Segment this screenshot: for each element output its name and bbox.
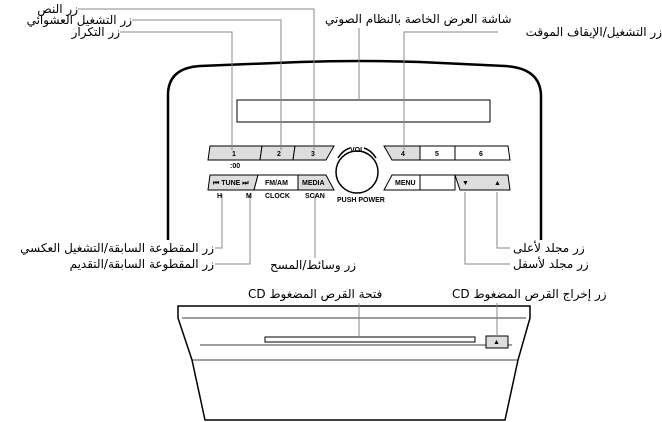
clock-label: CLOCK — [265, 193, 290, 200]
label-prev-track-reverse: زر المقطوعة السابقة/التشغيل العكسي — [20, 241, 214, 255]
preset-1-button[interactable]: 1 — [232, 151, 236, 158]
push-power-label: PUSH POWER — [337, 197, 385, 204]
label-random-button: زر التشغيل العشوائي — [26, 13, 132, 27]
folder-shape — [454, 174, 511, 191]
eject-button[interactable]: ▲ — [493, 339, 500, 346]
m-label: M — [246, 193, 252, 200]
label-folder-up: زر مجلد لأعلى — [513, 241, 585, 255]
head-unit-body — [166, 59, 543, 240]
cd-unit-body — [177, 305, 531, 421]
fm-am-button[interactable]: FM/AM — [265, 180, 288, 187]
cd-slot — [264, 336, 476, 343]
label-text-button: زر النص — [37, 2, 78, 16]
media-button[interactable]: MEDIA — [302, 180, 325, 187]
h-label: H — [217, 193, 223, 200]
volume-knob — [335, 150, 379, 194]
label-next-track-forward: زر المقطوعة السابقة/التقديم — [69, 257, 214, 271]
label-cd-slot: فتحة القرص المضغوط CD — [248, 287, 383, 301]
folder-up-button[interactable]: ▲ — [494, 180, 501, 187]
preset-3-shape — [292, 145, 335, 161]
preset-6-shape — [454, 145, 511, 161]
label-cd-eject: زر إخراج القرص المضغوط CD — [452, 287, 607, 301]
display-screen — [236, 99, 491, 123]
menu-button[interactable]: MENU — [395, 180, 416, 187]
blank-shape — [419, 174, 456, 191]
vol-label: VOL — [350, 147, 365, 154]
preset-6-button[interactable]: 6 — [479, 151, 483, 158]
preset-2-button[interactable]: 2 — [277, 151, 281, 158]
folder-down-button[interactable]: ▼ — [462, 180, 469, 187]
label-media-scan: زر وسائط/المسح — [270, 258, 357, 272]
media-shape — [297, 174, 335, 191]
preset-4-button[interactable]: 4 — [401, 151, 405, 158]
label-pause-button: زر التشغيل/الإيقاف الموقت — [525, 25, 662, 39]
preset-3-button[interactable]: 3 — [311, 151, 315, 158]
clock-sub-label: :00 — [230, 163, 241, 170]
preset-5-button[interactable]: 5 — [435, 151, 439, 158]
scan-label: SCAN — [305, 193, 325, 200]
label-folder-down: زر مجلد لأسفل — [513, 257, 589, 271]
tune-button[interactable]: ⏮ TUNE ⏭ — [213, 180, 249, 187]
label-display: شاشة العرض الخاصة بالنظام الصوتي — [325, 12, 512, 26]
label-repeat-button: زر التكرار — [71, 25, 120, 39]
